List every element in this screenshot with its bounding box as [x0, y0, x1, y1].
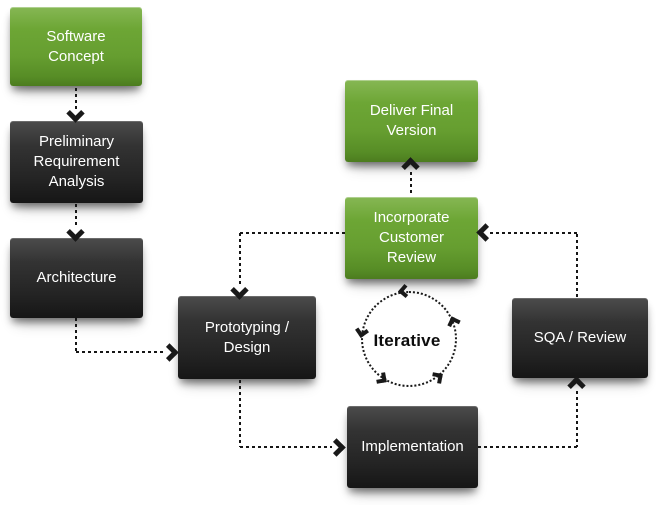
node-implementation: Implementation	[347, 406, 478, 488]
node-software-concept: Software Concept	[10, 7, 142, 86]
node-preliminary-requirement-analysis: Preliminary Requirement Analysis	[10, 121, 143, 203]
node-prototyping-design: Prototyping / Design	[178, 296, 316, 379]
node-incorporate-customer-review: Incorporate Customer Review	[345, 197, 478, 279]
cycle-arrowhead-icon	[431, 372, 443, 384]
iterative-cycle-circle	[361, 291, 457, 387]
arrow-segment	[239, 233, 241, 286]
arrow-segment	[576, 391, 578, 447]
node-software-concept-label: Software Concept	[46, 27, 106, 65]
arrowhead-right-icon	[327, 438, 346, 457]
arrowhead-down-icon	[66, 104, 85, 123]
arrow-segment	[478, 446, 577, 448]
node-architecture: Architecture	[10, 238, 143, 318]
node-incorporate-customer-review-label: Incorporate Customer Review	[373, 209, 450, 266]
arrow-segment	[75, 318, 77, 352]
arrowhead-up-icon	[567, 376, 586, 395]
arrow-segment	[239, 380, 241, 447]
node-deliver-final-version: Deliver Final Version	[345, 80, 478, 162]
arrowhead-left-icon	[476, 223, 495, 242]
node-sqa-review-label: SQA / Review	[533, 329, 627, 346]
node-deliver-final-version-label: Deliver Final Version	[369, 102, 454, 139]
arrow-segment	[576, 234, 578, 298]
arrow-segment	[75, 88, 77, 110]
arrowhead-right-icon	[160, 343, 179, 362]
node-sqa-review: SQA / Review	[512, 298, 648, 378]
node-prototyping-design-label: Prototyping / Design	[204, 318, 290, 356]
node-implementation-label: Implementation	[361, 438, 464, 455]
node-preliminary-requirement-analysis-label: Preliminary Requirement Analysis	[33, 133, 120, 190]
arrow-segment	[490, 232, 577, 234]
arrow-segment	[240, 446, 332, 448]
node-architecture-label: Architecture	[36, 269, 117, 286]
cycle-arrowhead-icon	[375, 372, 387, 384]
arrow-segment	[240, 232, 345, 234]
arrow-segment	[76, 351, 164, 353]
arrow-segment	[75, 204, 77, 228]
iterative-label: Iterative	[373, 331, 441, 350]
arrow-segment	[410, 172, 412, 196]
